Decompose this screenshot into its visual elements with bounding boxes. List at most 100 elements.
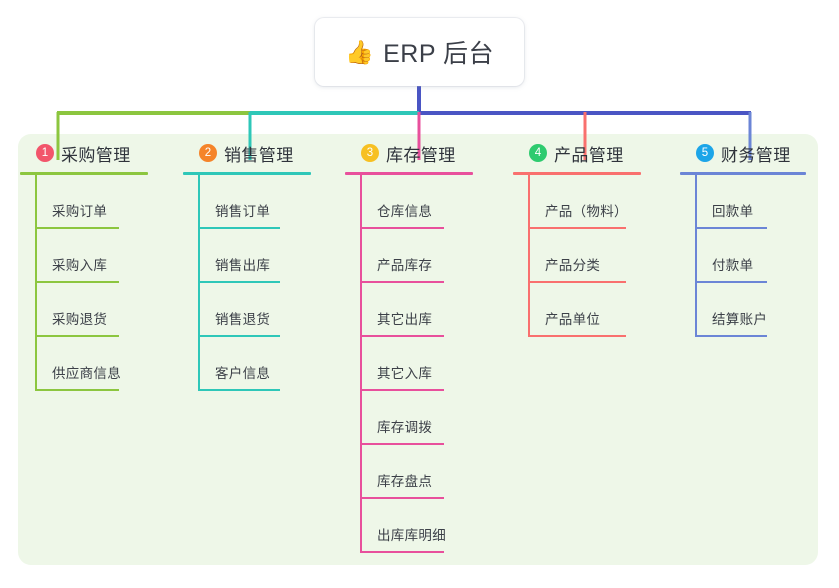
leaf-item[interactable]: 付款单 — [680, 229, 820, 283]
leaf-item-label: 客户信息 — [215, 366, 271, 381]
leaf-underline — [198, 227, 280, 229]
leaf-item-label: 出库库明细 — [377, 528, 446, 543]
leaf-item[interactable]: 采购订单 — [20, 175, 170, 229]
branch-underline — [183, 172, 311, 175]
branch-spine — [198, 175, 200, 391]
branch-number-badge: 2 — [199, 144, 217, 162]
branch-title: 财务管理 — [721, 145, 791, 165]
branch-column: 5 财务管理回款单付款单结算账户 — [680, 140, 820, 337]
leaf-item[interactable]: 其它出库 — [345, 283, 495, 337]
branch-title: 产品管理 — [554, 145, 624, 165]
leaf-item-label: 结算账户 — [712, 312, 768, 327]
root-title-text: ERP 后台 — [383, 40, 495, 68]
leaf-underline — [695, 227, 767, 229]
leaf-underline — [528, 335, 626, 337]
branch-spine — [360, 175, 362, 553]
branch-underline — [513, 172, 641, 175]
leaf-underline — [360, 281, 444, 283]
leaf-underline — [35, 335, 119, 337]
leaf-item[interactable]: 结算账户 — [680, 283, 820, 337]
leaf-item[interactable]: 其它入库 — [345, 337, 495, 391]
leaf-item-label: 仓库信息 — [377, 204, 433, 219]
leaf-item-label: 回款单 — [712, 204, 754, 219]
leaf-item[interactable]: 销售退货 — [183, 283, 333, 337]
leaf-item-label: 销售订单 — [215, 204, 271, 219]
leaf-list: 销售订单销售出库销售退货客户信息 — [183, 175, 333, 391]
leaf-underline — [360, 335, 444, 337]
leaf-list: 产品（物料） 产品分类产品单位 — [513, 175, 663, 337]
root-node[interactable]: 👍 ERP 后台 — [315, 18, 524, 86]
leaf-item-label: 产品（物料） — [545, 204, 628, 219]
branch-title: 库存管理 — [386, 145, 456, 165]
leaf-item[interactable]: 销售订单 — [183, 175, 333, 229]
leaf-underline — [360, 227, 444, 229]
branch-number-badge: 4 — [529, 144, 547, 162]
leaf-item[interactable]: 出库库明细 — [345, 499, 495, 553]
leaf-underline — [360, 497, 444, 499]
leaf-item-label: 销售退货 — [215, 312, 271, 327]
branch-column: 3 库存管理仓库信息产品库存其它出库其它入库库存调拨库存盘点出库库明细 — [345, 140, 495, 553]
branches-panel — [18, 134, 818, 565]
branch-column: 2 销售管理销售订单销售出库销售退货客户信息 — [183, 140, 333, 391]
branch-spine — [35, 175, 37, 391]
branch-number-badge: 3 — [361, 144, 379, 162]
leaf-item-label: 产品库存 — [377, 258, 433, 273]
branch-header[interactable]: 2 销售管理 — [183, 140, 333, 166]
thumbs-up-icon: 👍 — [344, 38, 375, 65]
branch-column: 4 产品管理产品（物料） 产品分类产品单位 — [513, 140, 663, 337]
leaf-item[interactable]: 采购退货 — [20, 283, 170, 337]
branch-underline — [680, 172, 806, 175]
leaf-item[interactable]: 仓库信息 — [345, 175, 495, 229]
root-node-label: 👍 ERP 后台 — [345, 34, 494, 70]
leaf-underline — [528, 281, 626, 283]
leaf-list: 回款单付款单结算账户 — [680, 175, 820, 337]
leaf-item-label: 库存调拨 — [377, 420, 433, 435]
leaf-item-label: 付款单 — [712, 258, 754, 273]
leaf-item[interactable]: 产品库存 — [345, 229, 495, 283]
branch-title: 采购管理 — [61, 145, 131, 165]
leaf-item-label: 其它入库 — [377, 366, 433, 381]
leaf-item[interactable]: 产品分类 — [513, 229, 663, 283]
leaf-item-label: 库存盘点 — [377, 474, 433, 489]
branch-underline — [345, 172, 473, 175]
branch-underline — [20, 172, 148, 175]
leaf-item[interactable]: 销售出库 — [183, 229, 333, 283]
leaf-underline — [35, 389, 119, 391]
leaf-item[interactable]: 供应商信息 — [20, 337, 170, 391]
leaf-underline — [360, 443, 444, 445]
leaf-item-label: 采购退货 — [52, 312, 108, 327]
branch-header[interactable]: 4 产品管理 — [513, 140, 663, 166]
leaf-underline — [35, 281, 119, 283]
leaf-item-label: 供应商信息 — [52, 366, 121, 381]
leaf-item[interactable]: 库存调拨 — [345, 391, 495, 445]
leaf-item-label: 其它出库 — [377, 312, 433, 327]
leaf-item-label: 产品单位 — [545, 312, 601, 327]
leaf-underline — [198, 389, 280, 391]
leaf-item[interactable]: 库存盘点 — [345, 445, 495, 499]
leaf-item[interactable]: 采购入库 — [20, 229, 170, 283]
branch-header[interactable]: 3 库存管理 — [345, 140, 495, 166]
leaf-item-label: 采购订单 — [52, 204, 108, 219]
leaf-underline — [360, 389, 444, 391]
leaf-item[interactable]: 客户信息 — [183, 337, 333, 391]
branch-spine — [528, 175, 530, 337]
leaf-item-label: 销售出库 — [215, 258, 271, 273]
branch-number-badge: 5 — [696, 144, 714, 162]
leaf-item-label: 产品分类 — [545, 258, 601, 273]
leaf-item[interactable]: 产品单位 — [513, 283, 663, 337]
branch-header[interactable]: 5 财务管理 — [680, 140, 820, 166]
leaf-underline — [198, 335, 280, 337]
branch-title: 销售管理 — [224, 145, 294, 165]
leaf-list: 采购订单采购入库采购退货供应商信息 — [20, 175, 170, 391]
leaf-item-label: 采购入库 — [52, 258, 108, 273]
leaf-underline — [360, 551, 444, 553]
leaf-underline — [528, 227, 626, 229]
leaf-item[interactable]: 产品（物料） — [513, 175, 663, 229]
leaf-underline — [198, 281, 280, 283]
leaf-list: 仓库信息产品库存其它出库其它入库库存调拨库存盘点出库库明细 — [345, 175, 495, 553]
leaf-item[interactable]: 回款单 — [680, 175, 820, 229]
